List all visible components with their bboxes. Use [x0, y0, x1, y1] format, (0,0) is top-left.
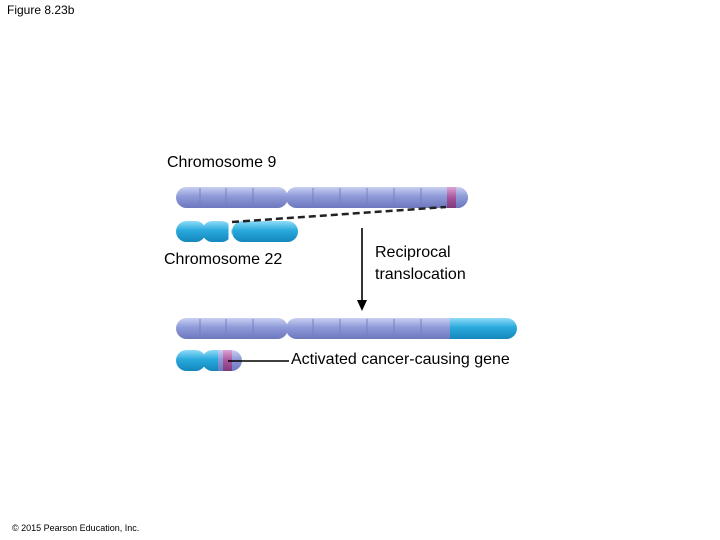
figure-label: Figure 8.23b: [7, 3, 75, 17]
chromosome-22-original: [176, 220, 298, 243]
translocation-arrow: [357, 228, 367, 311]
chromosome-9-original: [176, 187, 468, 208]
chromosome-9-label: Chromosome 9: [167, 154, 277, 171]
translocation-label-line2: translocation: [375, 266, 466, 283]
translocation-label-line1: Reciprocal: [375, 244, 451, 261]
chromosome-9-translocated: [176, 318, 517, 339]
translocation-label: Reciprocal translocation: [375, 242, 466, 286]
breakpoint-connector-line: [231, 205, 447, 224]
chromosome-22-label: Chromosome 22: [164, 251, 283, 268]
gene-marker-chromosome-9: [447, 187, 456, 208]
activated-gene-label: Activated cancer-causing gene: [291, 351, 510, 368]
gene-marker-fusion: [223, 350, 232, 371]
copyright-notice: © 2015 Pearson Education, Inc.: [12, 523, 140, 533]
chromosome-22-translocated: [176, 350, 242, 371]
